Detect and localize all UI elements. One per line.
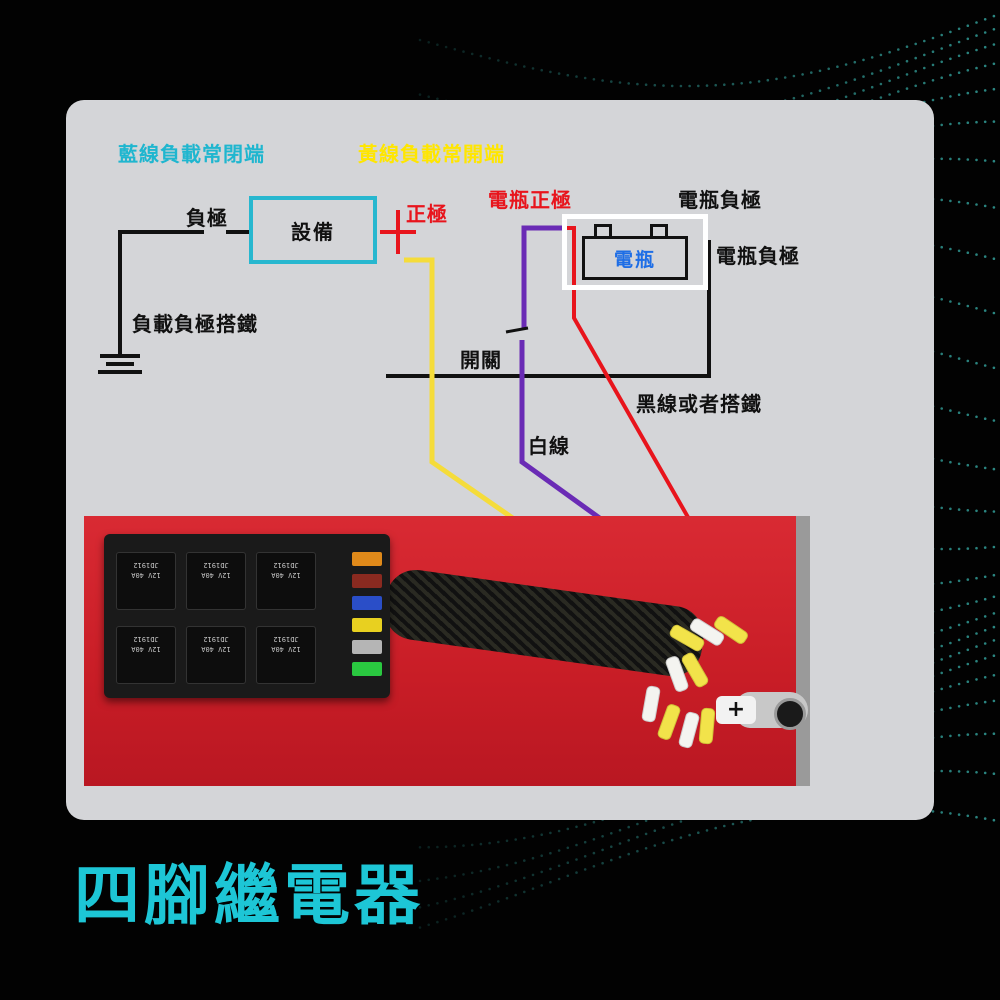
page-title: 四腳繼電器 xyxy=(74,857,424,934)
terminal-ring xyxy=(774,698,806,730)
terminal-plus-sign: + xyxy=(716,696,756,724)
black-wire-label: 黑線或者搭鐵 xyxy=(636,392,762,416)
fuse-orange xyxy=(352,552,382,566)
positive-label: 正極 xyxy=(406,202,448,226)
wire-tip xyxy=(640,685,662,723)
negative-label: 負極 xyxy=(186,206,228,230)
negative-wire xyxy=(118,230,204,356)
fuse-brown xyxy=(352,574,382,588)
switch-label: 開關 xyxy=(460,348,502,372)
battery-frame xyxy=(562,214,708,290)
ground-label: 負載負極搭鐵 xyxy=(132,312,258,336)
fuse-gray xyxy=(352,640,382,654)
battery-negative-side-label: 電瓶負極 xyxy=(716,244,800,268)
legend-blue-label: 藍線負載常閉端 xyxy=(118,142,265,166)
battery-negative-top-label: 電瓶負極 xyxy=(678,188,762,212)
purple-wire-top xyxy=(521,225,566,328)
wire-tip xyxy=(698,707,716,745)
wire-tip xyxy=(677,710,701,750)
switch-lever xyxy=(505,326,529,334)
fuse-green xyxy=(352,662,382,676)
wire-harness-sleeve xyxy=(380,566,708,680)
battery-terminal-left xyxy=(594,224,612,236)
diagram-panel: 藍線負載常閉端 黃線負載常開端 負極 設備 正極 負載負極搭鐵 開關 電瓶正極 … xyxy=(66,100,934,820)
red-wire xyxy=(566,226,798,707)
fuse-blue xyxy=(352,596,382,610)
legend-yellow-label: 黃線負載常開端 xyxy=(358,142,505,166)
battery-terminal-right xyxy=(650,224,668,236)
battery-positive-label: 電瓶正極 xyxy=(488,188,572,212)
white-wire-label: 白線 xyxy=(528,434,570,458)
battery-box: 電瓶 xyxy=(582,236,688,280)
wire-tip xyxy=(656,702,682,742)
device-box: 設備 xyxy=(249,196,377,264)
photo-edge-frame xyxy=(796,516,810,786)
fuse-yellow xyxy=(352,618,382,632)
